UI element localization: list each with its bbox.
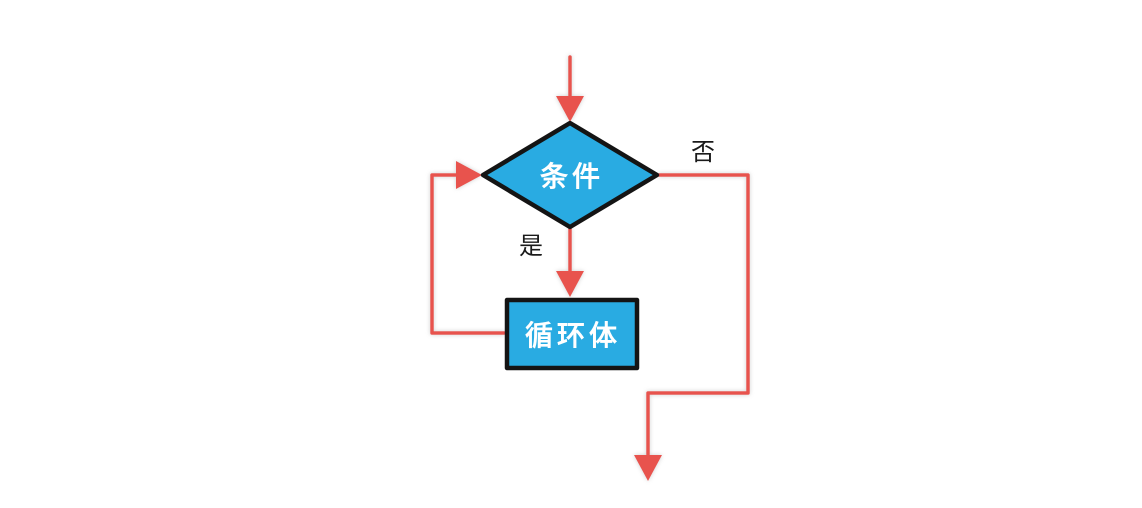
entry-arrow (556, 55, 584, 122)
condition-diamond (480, 120, 660, 230)
no-branch-label: 否 (691, 138, 715, 166)
no-branch-arrow (634, 173, 750, 481)
yes-branch-arrow (556, 227, 584, 297)
loop-back-arrow (430, 161, 506, 335)
yes-arrow-head-icon (556, 271, 584, 297)
loop-body-rect (504, 297, 640, 371)
loop-body-node: 循环体 (504, 297, 640, 371)
exit-arrow-head-icon (634, 455, 662, 481)
condition-node: 条件 (480, 120, 660, 230)
entry-arrow-head-icon (556, 96, 584, 122)
yes-branch-label: 是 (519, 232, 543, 260)
loop-body-label: 循环体 (525, 319, 621, 352)
loop-back-line (430, 173, 506, 335)
loop-back-arrow-head-icon (456, 161, 482, 189)
condition-label: 条件 (540, 160, 604, 193)
no-branch-line (646, 173, 750, 459)
